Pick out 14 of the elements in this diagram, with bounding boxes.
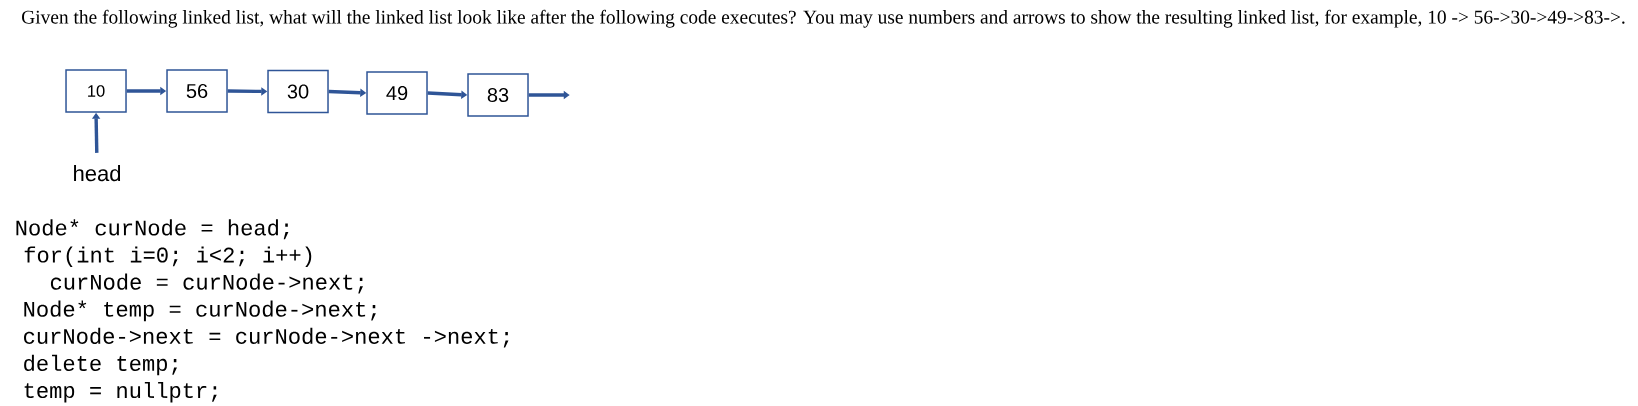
code-line: delete temp;: [24, 354, 177, 376]
code-line: Node* temp = curNode->next;: [24, 300, 376, 322]
code-line: curNode->next = curNode->next ->next;: [24, 327, 509, 348]
code-line: temp = nullptr;: [24, 381, 217, 403]
list-node-box: 30: [267, 69, 329, 114]
list-node-box: 83: [467, 73, 529, 117]
pointer-label: head: [74, 165, 121, 182]
list-node-box: 10: [65, 69, 127, 113]
question-text: Given the following linked list, what will the linked list look like after the following code executes? You may use numbers and arrows to show the resulting linked list, for example, 10 -> 56->30->49->83->.: [22, 9, 1625, 28]
list-node-box: 56: [166, 69, 228, 113]
list-node-box: 49: [366, 71, 428, 115]
code-line: Node* curNode = head;: [16, 219, 289, 240]
code-line: for(int i=0; i<2; i++): [24, 246, 312, 267]
code-line: curNode = curNode->next;: [50, 273, 363, 294]
